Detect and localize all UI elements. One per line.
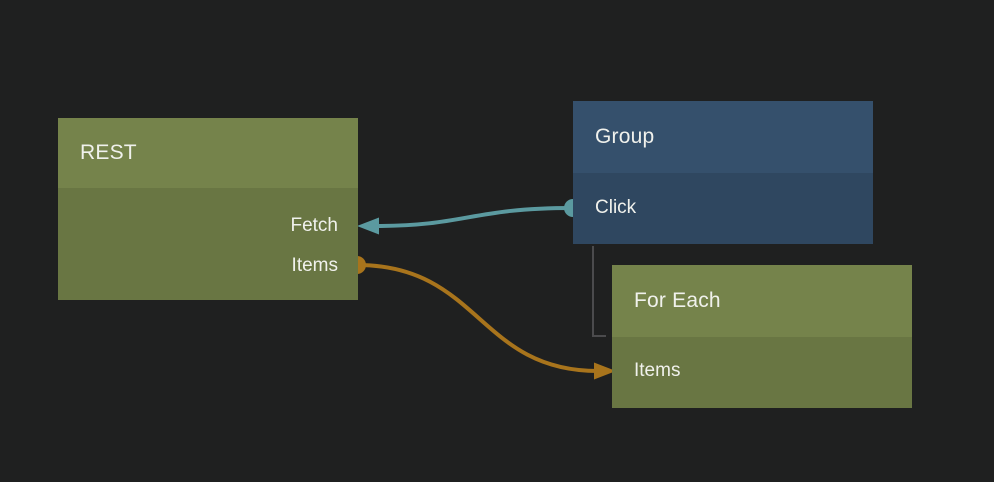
port-rest-fetch[interactable]: Fetch bbox=[290, 215, 338, 236]
node-group-header[interactable]: Group bbox=[573, 101, 873, 173]
node-rest-body: Fetch Items bbox=[58, 188, 358, 300]
node-for-each[interactable]: For Each Items bbox=[612, 265, 912, 408]
group-child-connector-line bbox=[592, 246, 606, 337]
node-for-each-body: Items bbox=[612, 337, 912, 408]
wire-items-to-items[interactable] bbox=[356, 263, 599, 373]
node-group-body: Click bbox=[573, 173, 873, 244]
port-group-click[interactable]: Click bbox=[595, 197, 637, 218]
node-for-each-title: For Each bbox=[634, 289, 721, 312]
node-rest-title: REST bbox=[80, 141, 137, 164]
port-rest-items[interactable]: Items bbox=[291, 255, 338, 276]
wire-click-to-fetch[interactable] bbox=[373, 206, 574, 228]
port-for-each-items[interactable]: Items bbox=[634, 360, 681, 381]
node-for-each-header[interactable]: For Each bbox=[612, 265, 912, 337]
node-group-title: Group bbox=[595, 125, 655, 148]
wire-items-to-items-arrowhead-icon bbox=[594, 362, 616, 380]
node-group[interactable]: Group Click bbox=[573, 101, 873, 244]
node-rest-header[interactable]: REST bbox=[58, 118, 358, 188]
wire-click-to-fetch-arrowhead-icon bbox=[357, 217, 379, 235]
node-rest[interactable]: REST Fetch Items bbox=[58, 118, 358, 300]
